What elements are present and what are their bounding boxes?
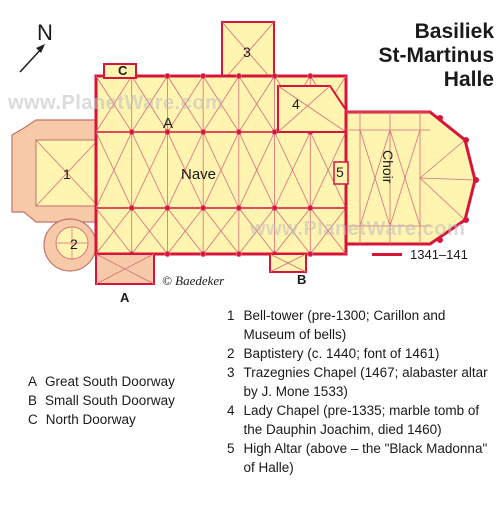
- legend-text: Lady Chapel (pre-1335; marble tomb of th…: [243, 403, 480, 437]
- great-south-porch: [95, 253, 155, 285]
- small-south-porch: [269, 253, 307, 273]
- vault-rib: [238, 131, 275, 209]
- label-door-a: A: [120, 290, 130, 305]
- pillar: [235, 250, 242, 257]
- baptistery: [43, 218, 97, 272]
- legend-number: 2: [227, 346, 235, 361]
- bell-tower: [11, 119, 101, 223]
- vault-rib: [131, 75, 168, 133]
- choir: [333, 110, 479, 246]
- pillar: [235, 128, 242, 135]
- title-line: Basiliek: [414, 20, 494, 43]
- pillar: [128, 204, 135, 211]
- legend-text: Bell-tower (pre-1300; Carillon and Museu…: [243, 308, 446, 342]
- vault-rib: [167, 131, 204, 209]
- label-nave: Nave: [181, 166, 217, 183]
- north-label: N: [37, 20, 53, 45]
- pillar: [128, 128, 135, 135]
- legend-label: Small South Doorway: [45, 393, 175, 408]
- vault-rib: [95, 75, 133, 133]
- vault-rib: [238, 75, 275, 133]
- label-choir: Choir: [380, 150, 396, 184]
- title-line: St-Martinus: [378, 44, 495, 67]
- date-legend-label: 1341–141: [410, 247, 468, 262]
- legend-number: 1: [227, 308, 235, 323]
- legend-key: C: [28, 412, 38, 427]
- label-aisle-a: A: [163, 115, 174, 132]
- vault-rib: [202, 75, 240, 133]
- legend-row: B Small South Doorway: [28, 391, 175, 410]
- north-arrow-icon: [19, 44, 45, 73]
- legend-row: A Great South Doorway: [28, 372, 175, 391]
- lady-chapel: [277, 85, 347, 133]
- legend-row: 4 Lady Chapel (pre-1335; marble tomb of …: [227, 401, 497, 439]
- watermark: www.PlanetWare.com: [250, 218, 466, 240]
- pillar: [271, 128, 278, 135]
- pillar: [271, 204, 278, 211]
- vault-rib: [202, 207, 240, 255]
- legend-text: Baptistery (c. 1440; font of 1461): [243, 346, 440, 361]
- pillar: [307, 250, 314, 257]
- pillar: [271, 73, 278, 80]
- north-porch: [103, 63, 137, 79]
- map-title: Basiliek St-Martinus Halle: [379, 20, 495, 92]
- vault-rib: [274, 207, 311, 255]
- vault-rib: [309, 131, 347, 209]
- title-line: Halle: [443, 68, 494, 91]
- pillar: [200, 250, 207, 257]
- pillar: [164, 204, 171, 211]
- date-legend: 1341–141: [372, 247, 468, 262]
- vault-rib: [202, 131, 240, 209]
- label-door-c: C: [118, 63, 128, 78]
- legend-number: 4: [227, 403, 235, 418]
- legend-row: 5 High Altar (above – the "Black Madonna…: [227, 439, 497, 477]
- label-3: 3: [243, 44, 251, 60]
- vault-rib: [131, 207, 168, 255]
- label-2: 2: [70, 236, 78, 252]
- legend-label: Great South Doorway: [45, 374, 175, 389]
- legend-row: 3 Trazegnies Chapel (1467; alabaster alt…: [227, 363, 497, 401]
- watermark: www.PlanetWare.com: [8, 92, 224, 114]
- vault-rib: [95, 131, 133, 209]
- copyright-text: © Baedeker: [162, 273, 225, 288]
- label-4: 4: [292, 96, 300, 112]
- legend-number: 3: [227, 365, 235, 380]
- label-1: 1: [63, 166, 71, 182]
- legend-text: High Altar (above – the "Black Madonna" …: [243, 441, 488, 475]
- legend-key: A: [28, 374, 38, 389]
- pillar: [235, 73, 242, 80]
- pillar: [200, 73, 207, 80]
- pillar: [200, 204, 207, 211]
- pillar: [164, 250, 171, 257]
- vault-rib: [131, 131, 168, 209]
- pillar: [307, 73, 314, 80]
- legend-row: 1 Bell-tower (pre-1300; Carillon and Mus…: [227, 306, 497, 344]
- pillar: [307, 204, 314, 211]
- vault-rib: [95, 207, 133, 255]
- doorway-legend: A Great South Doorway B Small South Door…: [28, 372, 175, 429]
- legend-key: B: [28, 393, 38, 408]
- pillar: [200, 128, 207, 135]
- vault-rib: [238, 207, 275, 255]
- label-door-b: B: [297, 272, 307, 287]
- vault-rib: [167, 207, 204, 255]
- pillar: [235, 204, 242, 211]
- label-5: 5: [336, 164, 344, 180]
- date-swatch: [372, 253, 402, 256]
- legend-label: North Doorway: [45, 412, 136, 427]
- vault-rib: [309, 207, 347, 255]
- legend-row: 2 Baptistery (c. 1440; font of 1461): [227, 344, 497, 363]
- vault-rib: [274, 131, 311, 209]
- legend-number: 5: [227, 441, 235, 456]
- pillar: [164, 128, 171, 135]
- legend-row: C North Doorway: [28, 410, 175, 429]
- legend-text: Trazegnies Chapel (1467; alabaster altar…: [243, 365, 488, 399]
- vault-rib: [167, 75, 204, 133]
- feature-legend: 1 Bell-tower (pre-1300; Carillon and Mus…: [227, 306, 497, 477]
- pillar: [164, 73, 171, 80]
